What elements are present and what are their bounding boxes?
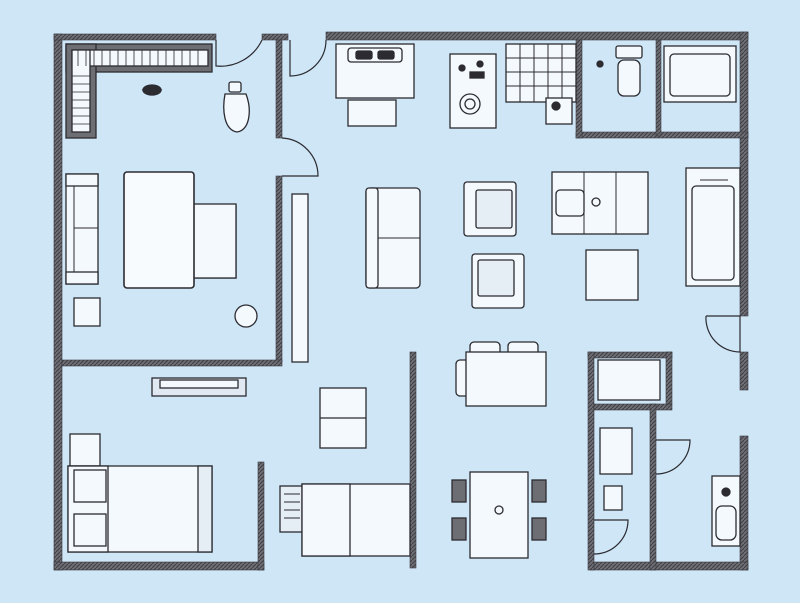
wall-outer-right-lower — [739, 435, 749, 571]
living-sofa — [65, 173, 99, 285]
utility-room — [597, 359, 741, 547]
hallway — [151, 43, 525, 449]
wall-outer-right-upper — [739, 31, 749, 317]
wall-outer-top-right — [325, 31, 749, 41]
armchair — [189, 203, 237, 279]
bath-sink-cabinet — [711, 475, 741, 547]
nightstand — [69, 433, 101, 467]
wall-outer-top-mid — [261, 33, 289, 41]
walls — [53, 31, 749, 571]
bathtub — [663, 45, 737, 103]
vase-icon — [223, 81, 250, 133]
ceiling-lamp-icon — [142, 84, 162, 96]
double-bed — [67, 465, 213, 553]
wall-outer-bottom-left — [53, 561, 265, 571]
bathroom-door-swing — [655, 439, 691, 475]
wall-util-mid — [593, 403, 673, 411]
armchair-top — [463, 181, 517, 237]
washing-machine — [449, 53, 497, 129]
armchair-bottom — [471, 253, 525, 309]
bench-top — [159, 379, 239, 389]
utility-sink — [603, 485, 623, 511]
desk-chair — [347, 99, 397, 127]
utility-door-swing — [593, 519, 629, 555]
round-stool — [234, 304, 258, 328]
single-bed — [279, 483, 411, 557]
doors — [215, 39, 741, 555]
wall-util-left — [587, 351, 595, 571]
wall-outer-left — [53, 33, 63, 571]
wall-outer-bottom-right — [589, 561, 749, 571]
hall-sofa — [365, 187, 421, 289]
side-table — [73, 297, 101, 327]
wall-util-top — [587, 351, 673, 359]
hall-wardrobe — [291, 193, 309, 363]
utility-cabinet — [597, 359, 661, 401]
utility-shelf — [599, 427, 633, 475]
wall-central — [409, 351, 417, 569]
shower-tub — [685, 167, 741, 287]
wall-bedroom-right — [257, 461, 265, 571]
wall-util-right-upper — [665, 351, 673, 405]
living-door-swing — [281, 137, 319, 177]
storage-cabinet — [319, 387, 367, 449]
bedroom — [67, 433, 411, 557]
bathroom — [596, 45, 741, 287]
coffee-table — [123, 171, 195, 289]
wall-bath-divider — [655, 39, 662, 137]
bookshelf-l-shape — [65, 43, 213, 139]
kitchen-table — [585, 249, 639, 301]
balcony-door-swing — [705, 315, 741, 353]
wall-util-right-lower — [649, 403, 657, 571]
kitchen — [449, 43, 649, 559]
dining-table-bottom — [451, 471, 547, 559]
wall-outer-right-mid — [739, 351, 749, 391]
wall-living-right-lower — [275, 175, 283, 363]
stove — [551, 171, 649, 235]
wall-living-right-upper — [275, 39, 283, 139]
entry-door-left-swing — [215, 39, 263, 67]
dining-table-top — [455, 341, 547, 407]
wall-bath-top — [575, 131, 749, 139]
entry-door-right-swing — [289, 39, 327, 77]
living-room — [65, 43, 258, 328]
wall-bath-left — [575, 39, 583, 139]
kitchen-shelves — [505, 43, 577, 125]
wall-outer-top-left — [53, 33, 217, 41]
wall-living-bottom — [61, 359, 283, 367]
toilet-icon — [596, 45, 643, 97]
dresser — [335, 43, 415, 99]
